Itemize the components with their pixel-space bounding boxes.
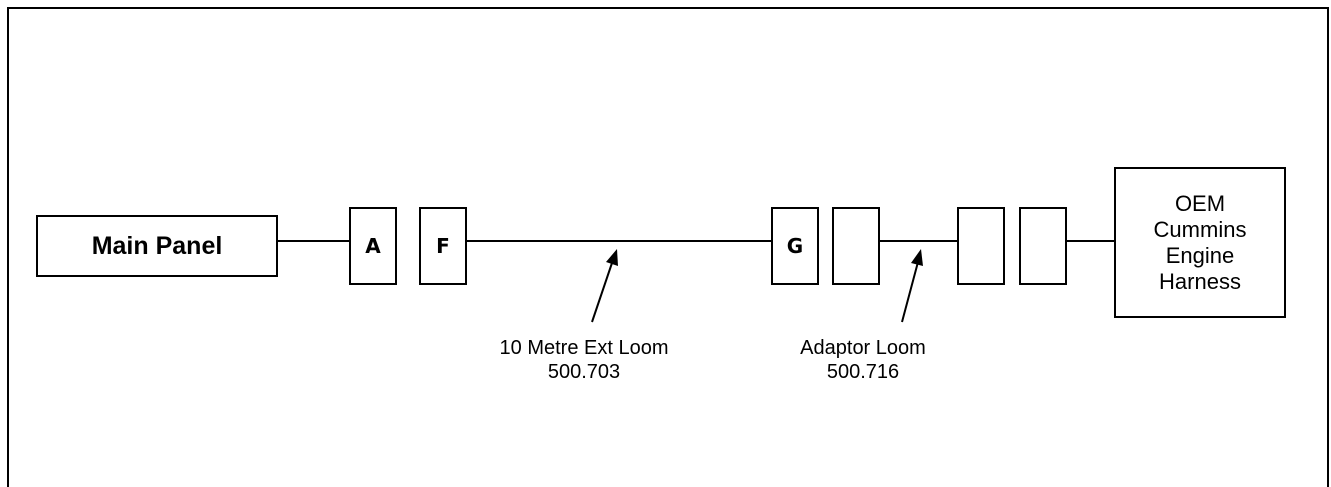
connector-blank-2 — [957, 207, 1005, 285]
oem-harness-box: OEM Cummins Engine Harness — [1114, 167, 1286, 318]
connector-a: A — [349, 207, 397, 285]
oem-harness-line-4: Harness — [1159, 268, 1241, 294]
connector-f: F — [419, 207, 467, 285]
connector-f-label: F — [436, 234, 450, 258]
diagram-frame — [7, 7, 1329, 487]
oem-harness-line-2: Cummins — [1153, 216, 1247, 242]
connector-a-label: A — [365, 234, 381, 258]
wire-main-to-a — [278, 240, 349, 242]
ext-loom-name: 10 Metre Ext Loom — [499, 337, 669, 359]
ext-loom-part-number: 500.703 — [547, 361, 621, 383]
adaptor-loom-label: Adaptor Loom 500.716 — [763, 336, 963, 384]
wire-ext-loom — [467, 240, 771, 242]
oem-harness-line-1: OEM — [1174, 190, 1226, 216]
main-panel-label: Main Panel — [91, 231, 223, 260]
wire-adaptor-loom — [880, 240, 957, 242]
adaptor-loom-name: Adaptor Loom — [800, 337, 926, 359]
wire-to-oem — [1067, 240, 1114, 242]
adaptor-loom-part-number: 500.716 — [826, 361, 900, 383]
ext-loom-label: 10 Metre Ext Loom 500.703 — [484, 336, 684, 384]
connector-g: G — [771, 207, 819, 285]
connector-g-label: G — [786, 234, 804, 258]
oem-harness-line-3: Engine — [1165, 242, 1235, 268]
connector-blank-1 — [832, 207, 880, 285]
main-panel-box: Main Panel — [36, 215, 278, 277]
connector-blank-3 — [1019, 207, 1067, 285]
